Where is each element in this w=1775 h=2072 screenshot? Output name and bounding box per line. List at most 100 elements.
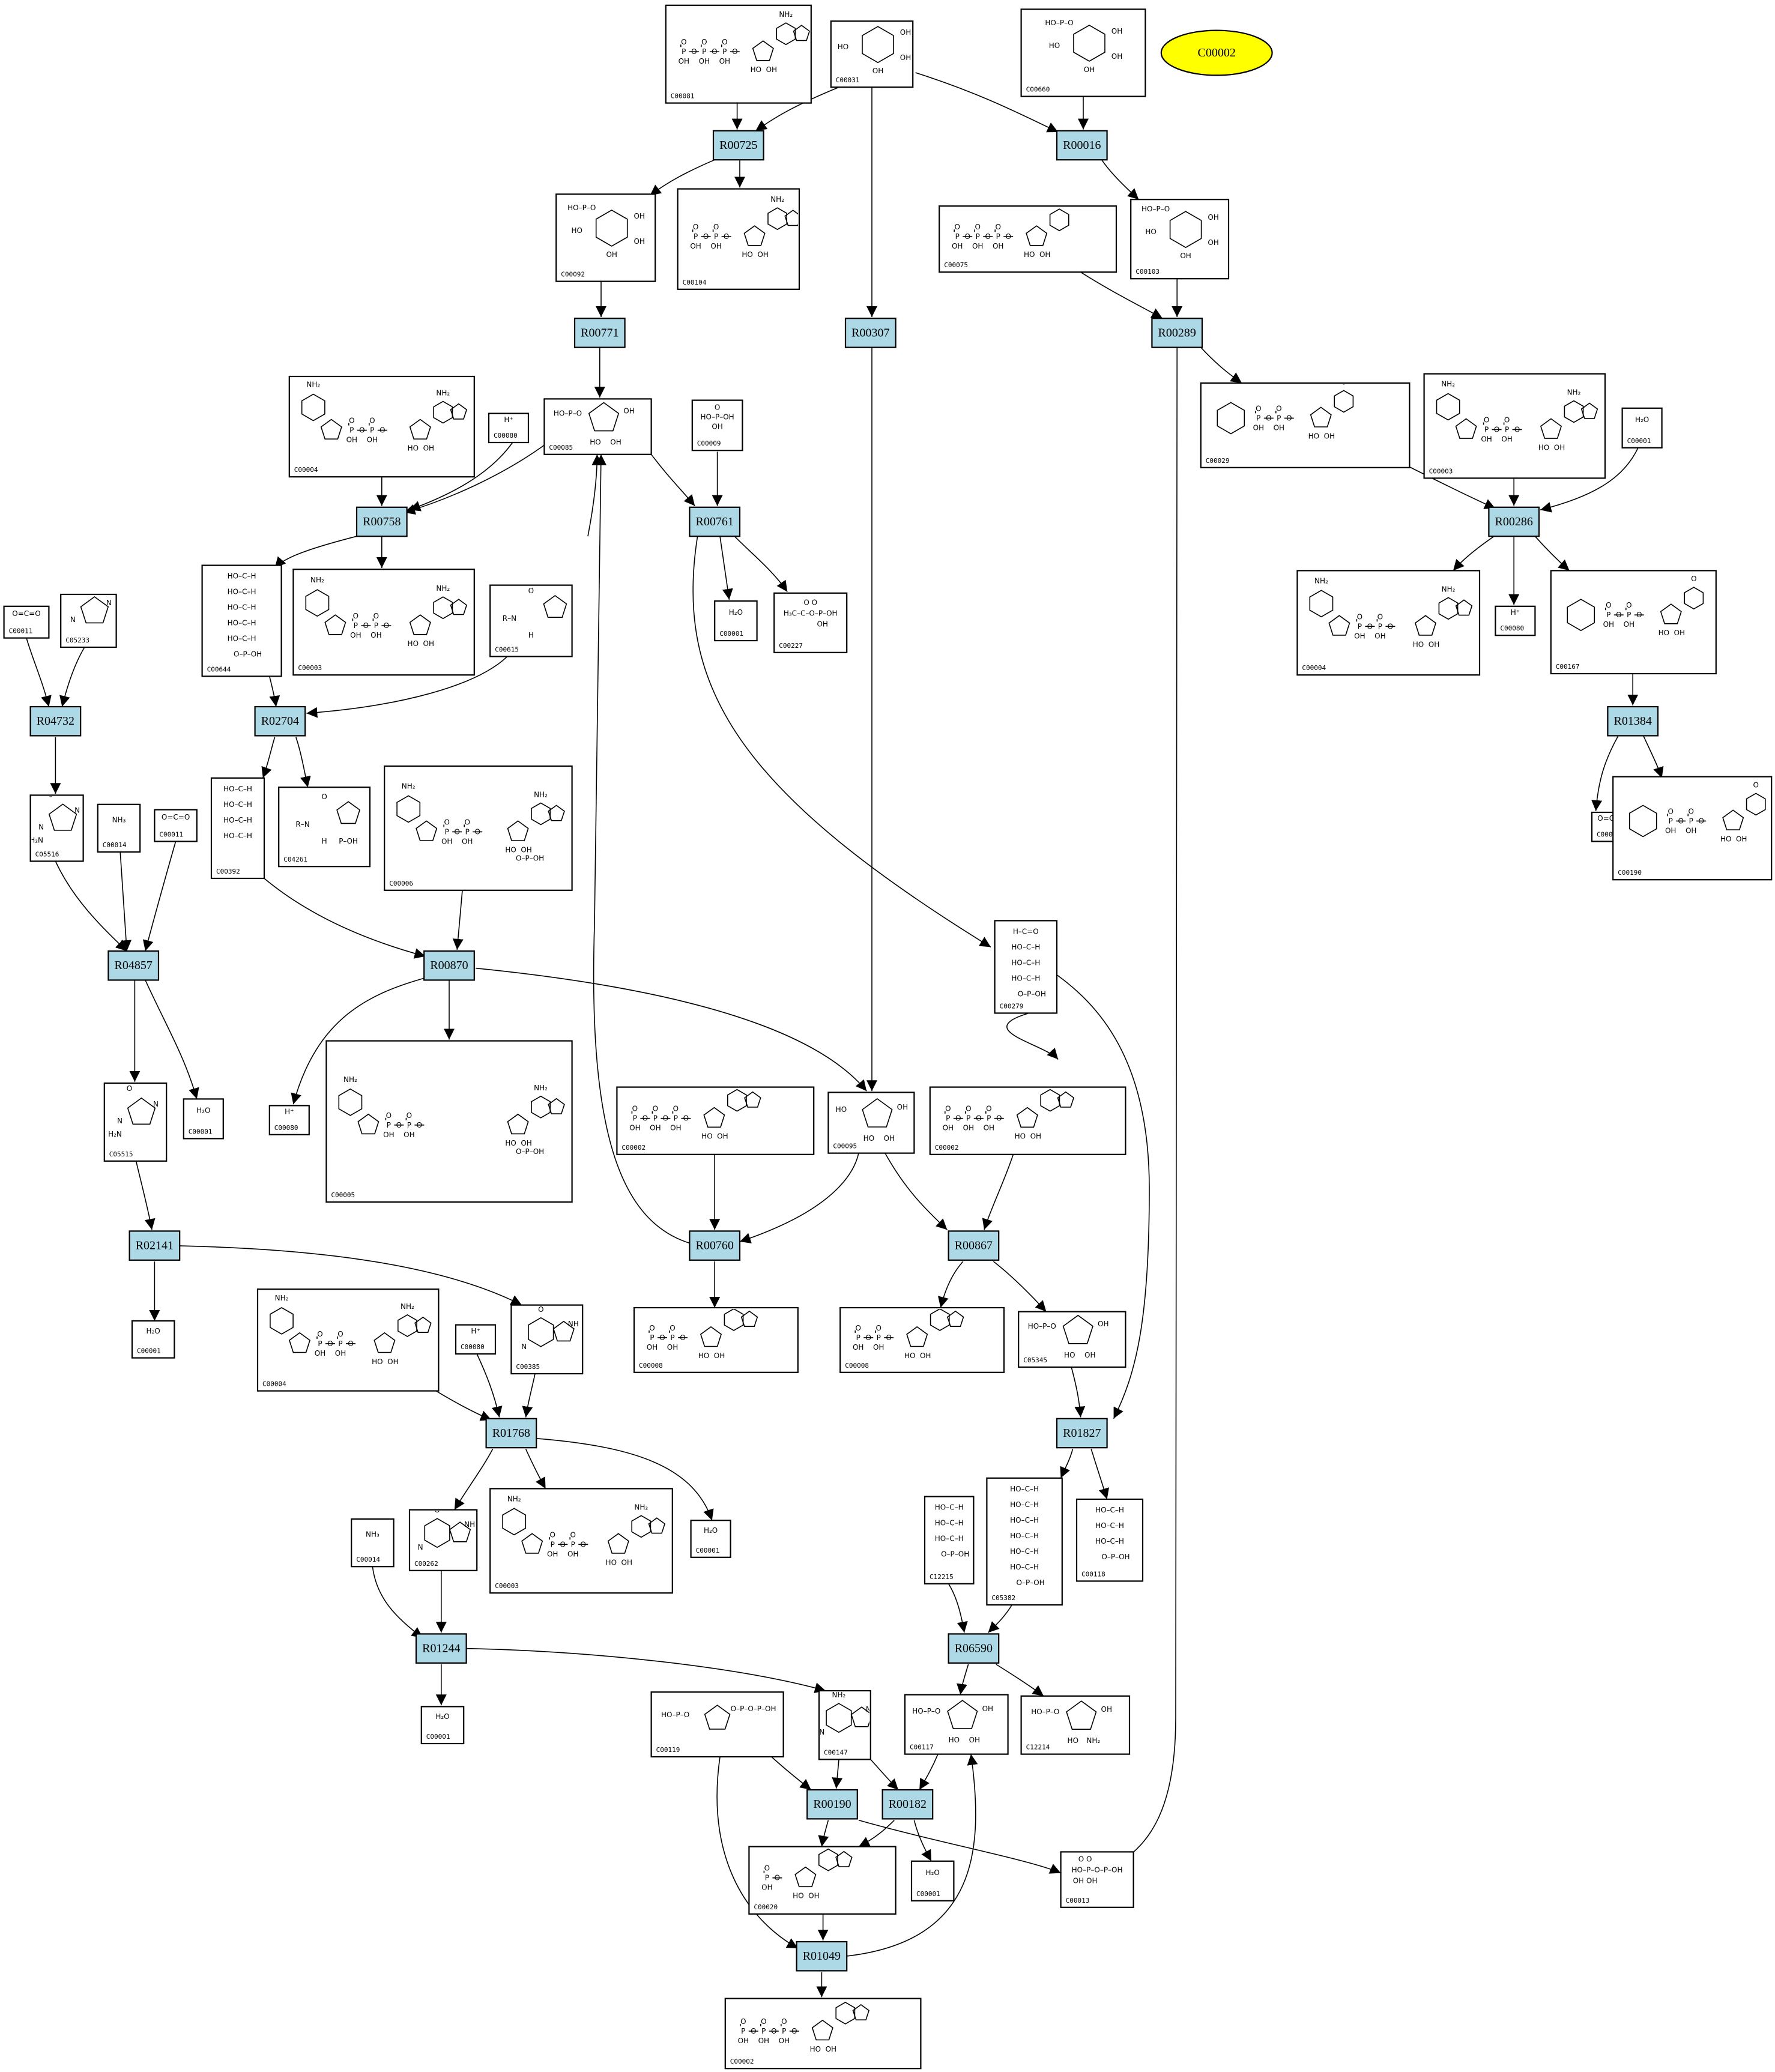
reaction-node-r00870[interactable]: R00870 (423, 950, 475, 981)
molecule-structure: H⁺ (1511, 608, 1520, 617)
reaction-edge (404, 444, 545, 515)
reaction-edge (1540, 447, 1639, 513)
svg-text:NH₂: NH₂ (1442, 585, 1456, 593)
svg-text:OH: OH (610, 438, 621, 447)
reaction-node-r01768[interactable]: R01768 (485, 1418, 537, 1449)
reaction-node-r04857[interactable]: R04857 (107, 950, 160, 981)
compound-node-c00080a[interactable]: H⁺C00080 (488, 412, 530, 444)
reaction-node-r00286[interactable]: R00286 (1488, 506, 1540, 537)
svg-text:H₂O: H₂O (729, 608, 743, 617)
reaction-node-r00761[interactable]: R00761 (689, 506, 741, 537)
compound-id: C00081 (671, 92, 695, 100)
reaction-node-r00307[interactable]: R00307 (844, 318, 897, 348)
reaction-node-r00289[interactable]: R00289 (1151, 318, 1203, 348)
reaction-node-r00016[interactable]: R00016 (1056, 130, 1108, 161)
compound-node-c05382[interactable]: HO–C–HHO–C–HHO–C–HHO–C–HHO–C–HHO–C–HO–P–… (986, 1477, 1063, 1606)
reaction-node-r00182[interactable]: R00182 (881, 1789, 934, 1820)
svg-text:P: P (1669, 817, 1673, 825)
reaction-node-r04732[interactable]: R04732 (29, 705, 82, 737)
svg-text:H₂N: H₂N (29, 836, 43, 844)
reaction-node-r00760[interactable]: R00760 (689, 1230, 741, 1261)
compound-node-c00262[interactable]: ONNHC00262 (408, 1506, 478, 1571)
compound-box (1130, 199, 1230, 280)
reaction-node-r00190[interactable]: R00190 (806, 1789, 858, 1820)
svg-text:HO–C–H: HO–C–H (1095, 1506, 1124, 1514)
reaction-node-r01384[interactable]: R01384 (1607, 705, 1659, 737)
reaction-node-r02704[interactable]: R02704 (254, 705, 306, 737)
reaction-node-r00725[interactable]: R00725 (712, 130, 764, 161)
reaction-node-r02141[interactable]: R02141 (129, 1230, 181, 1261)
reaction-node-r01244[interactable]: R01244 (415, 1633, 467, 1664)
compound-node-c00644[interactable]: HO–C–HHO–C–HHO–C–HHO–C–HHO–C–HO–P–OHC006… (201, 564, 282, 677)
compound-node-c00080c[interactable]: H⁺C00080 (268, 1105, 310, 1135)
reaction-node-r01827[interactable]: R01827 (1056, 1418, 1108, 1449)
reaction-node-r06590[interactable]: R06590 (948, 1633, 1000, 1664)
compound-node-c05516[interactable]: NNOH₂NC05516 (29, 790, 84, 862)
compound-node-c00080b[interactable]: H⁺C00080 (1495, 605, 1536, 636)
highlight-compound-node[interactable]: C00002 (1160, 29, 1273, 76)
svg-text:O: O (417, 1121, 422, 1129)
reaction-node-r00758[interactable]: R00758 (355, 506, 408, 537)
reaction-node-r00867[interactable]: R00867 (948, 1230, 1000, 1261)
reaction-node-r01049[interactable]: R01049 (796, 1941, 848, 1972)
reaction-node-r00771[interactable]: R00771 (573, 318, 626, 348)
compound-node-c00080d[interactable]: H⁺C00080 (455, 1324, 497, 1355)
